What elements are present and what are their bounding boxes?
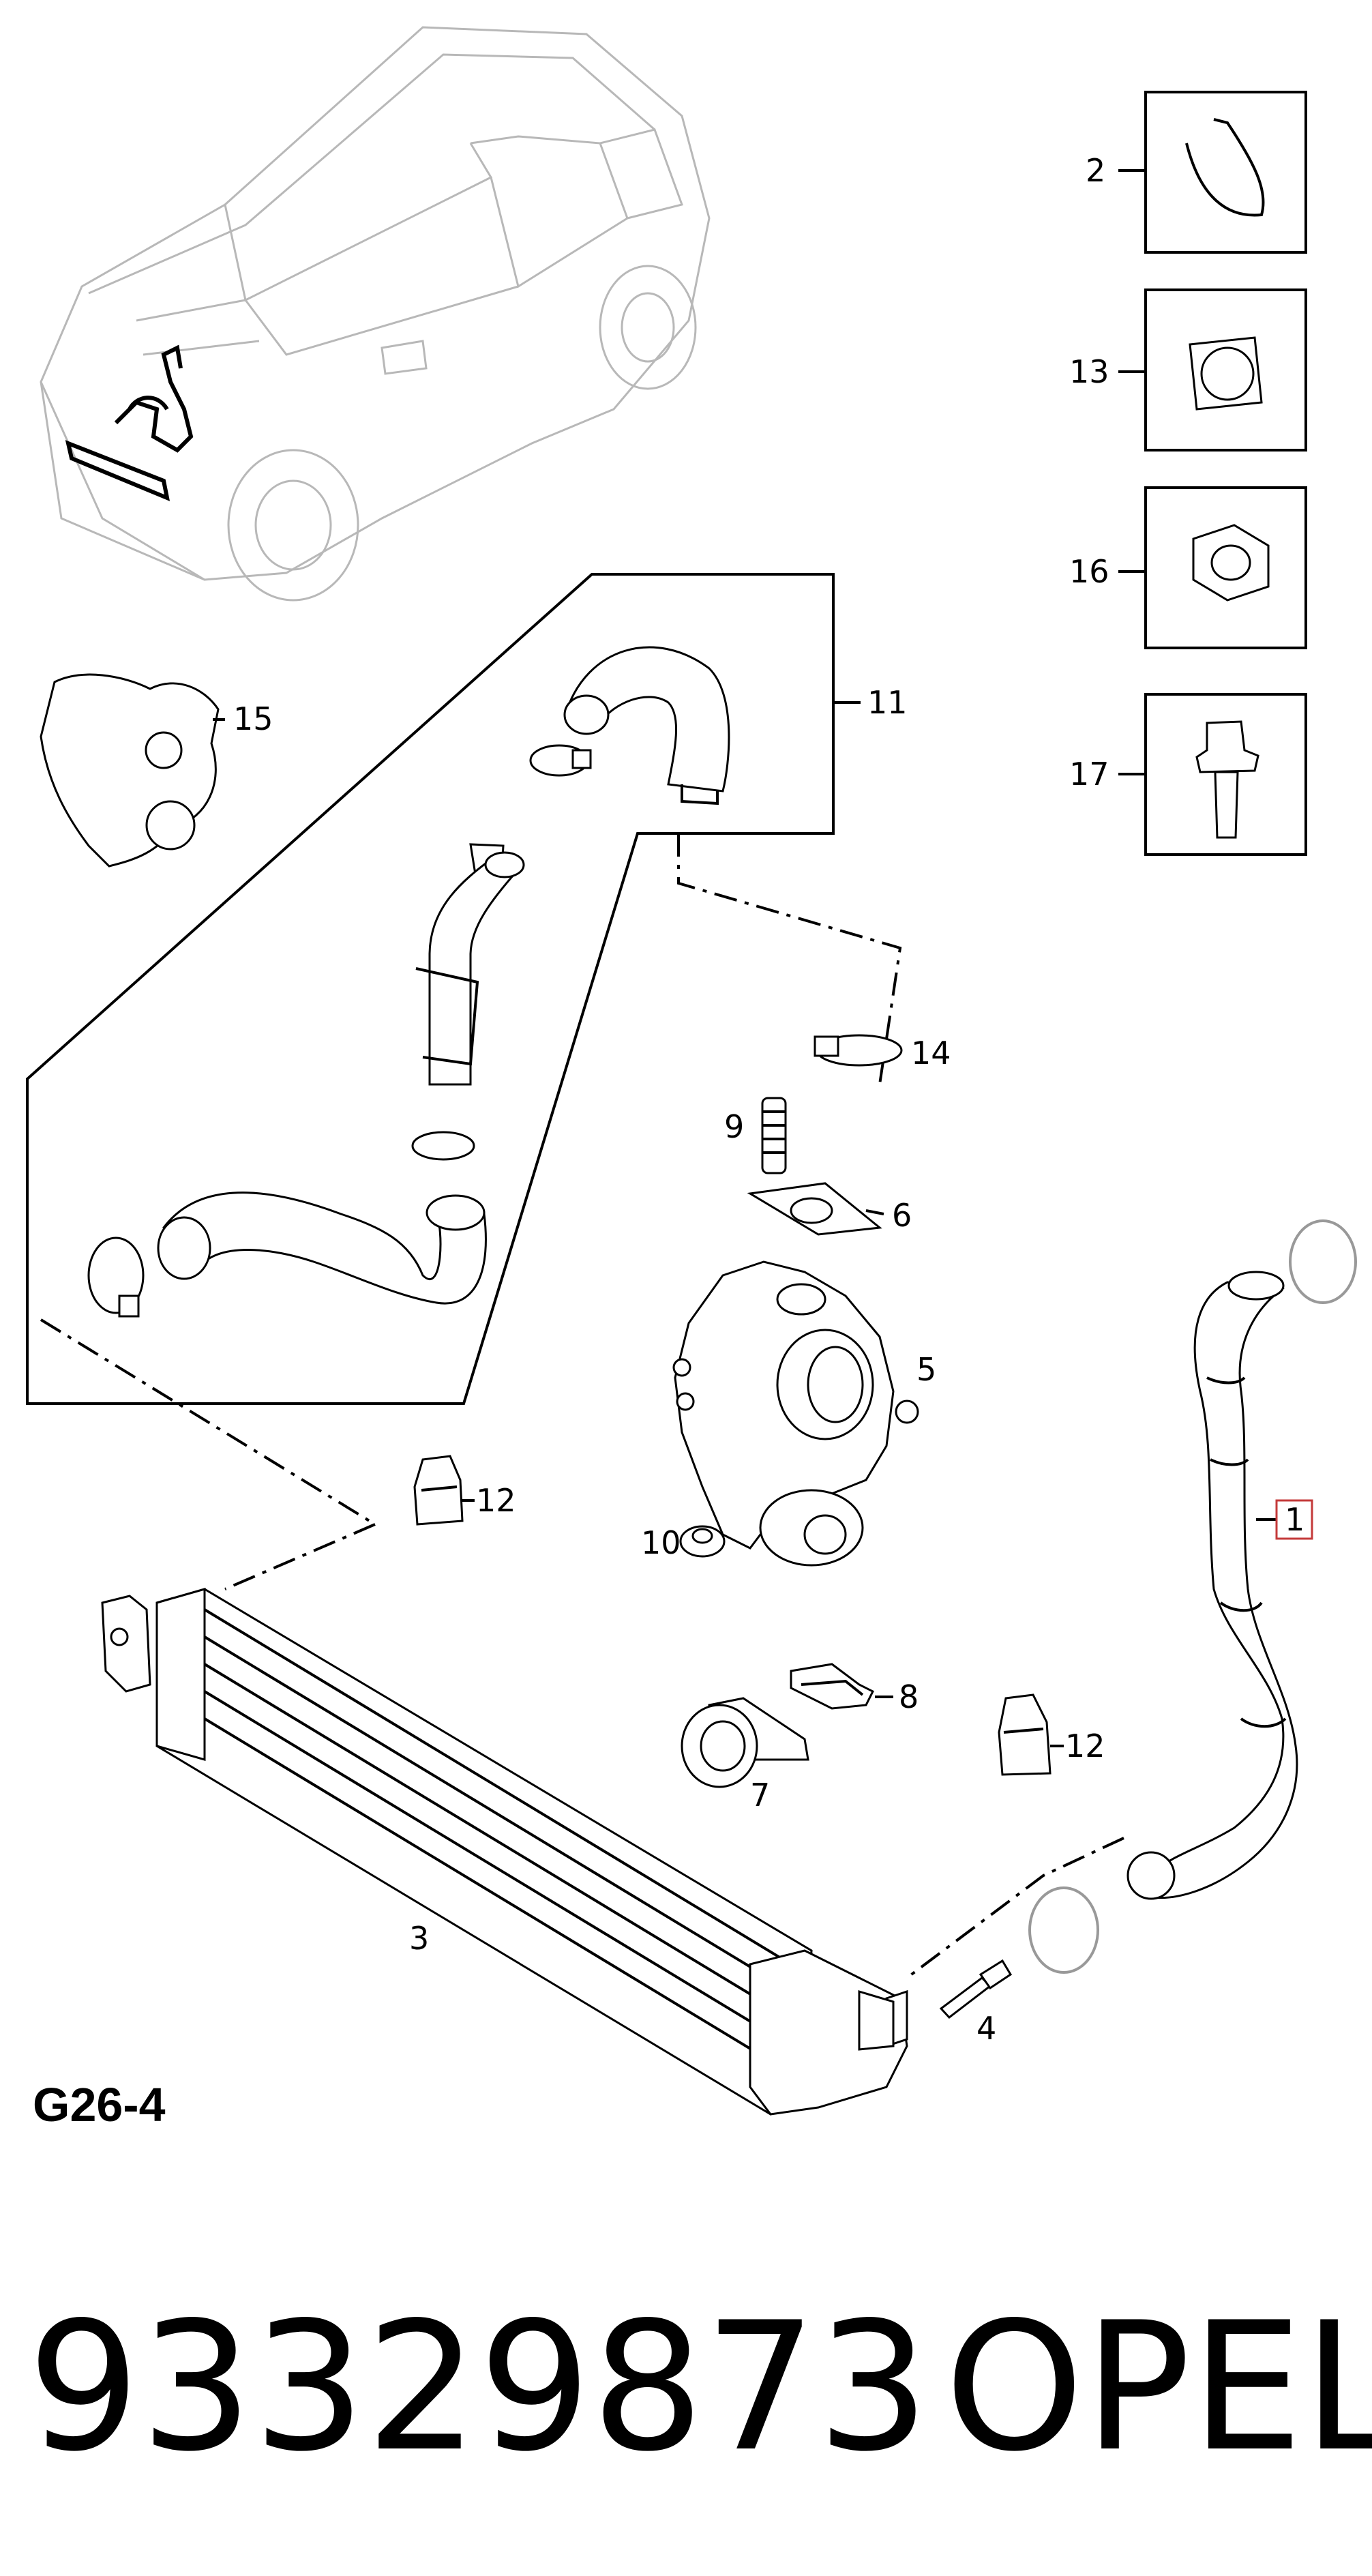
callout-1: 1 [1285, 1501, 1304, 1538]
clamp-14 [814, 1034, 903, 1067]
diagram-code: G26-4 [33, 2078, 166, 2131]
hose-clamp-middle [411, 1131, 475, 1161]
stud-9 [761, 1097, 787, 1174]
inset-box-13: 13 [1069, 288, 1307, 451]
callout-8: 8 [899, 1678, 919, 1715]
inset-box-16: 16 [1069, 486, 1307, 649]
bracket-8 [790, 1663, 875, 1710]
nut-10 [679, 1525, 726, 1558]
callout-6: 6 [892, 1197, 912, 1234]
callout-11: 11 [867, 684, 908, 721]
engine-cover [40, 673, 220, 868]
inset-box-17: 17 [1069, 693, 1307, 856]
callout-5: 5 [916, 1351, 936, 1388]
hose-clamp-top-right [1289, 1219, 1357, 1304]
callout-9: 9 [724, 1108, 744, 1145]
upper-hose [563, 646, 730, 805]
brand-name: OPEL [944, 2285, 1372, 2491]
callout-17: 17 [1069, 756, 1109, 793]
callout-15: 15 [233, 700, 273, 737]
bolt-4 [939, 1959, 1013, 2019]
clip-12-right [998, 1693, 1052, 1776]
callout-7: 7 [750, 1777, 770, 1813]
callout-4: 4 [976, 2010, 996, 2047]
gasket-6 [747, 1182, 882, 1236]
hose-kit-outline [26, 573, 835, 1405]
hose-clamp-bottom-right [1028, 1886, 1099, 1974]
callout-13: 13 [1069, 353, 1109, 390]
metal-pipe [415, 843, 525, 1086]
vehicle-overview-illustration [40, 26, 711, 602]
clip-12-left [413, 1455, 464, 1526]
lower-hose [157, 1191, 487, 1305]
turbocharger [672, 1260, 919, 1567]
callout-3: 3 [409, 1920, 429, 1957]
inset-box-2: 2 [1086, 91, 1307, 254]
part-number: 93329873 [27, 2285, 929, 2491]
callout-14: 14 [911, 1035, 951, 1071]
callout-2: 2 [1086, 152, 1105, 189]
callout-12-left: 12 [476, 1482, 516, 1519]
callout-1-highlight: 1 [1256, 1499, 1313, 1540]
clamp-7 [681, 1697, 809, 1788]
callout-16: 16 [1069, 553, 1109, 590]
intercooler [101, 1588, 908, 2116]
intercooler-hose [1127, 1271, 1298, 1900]
hose-clamp-left [87, 1237, 145, 1318]
callout-12-right: 12 [1065, 1728, 1105, 1764]
callout-10: 10 [641, 1524, 681, 1561]
hose-clamp-small [529, 744, 592, 777]
